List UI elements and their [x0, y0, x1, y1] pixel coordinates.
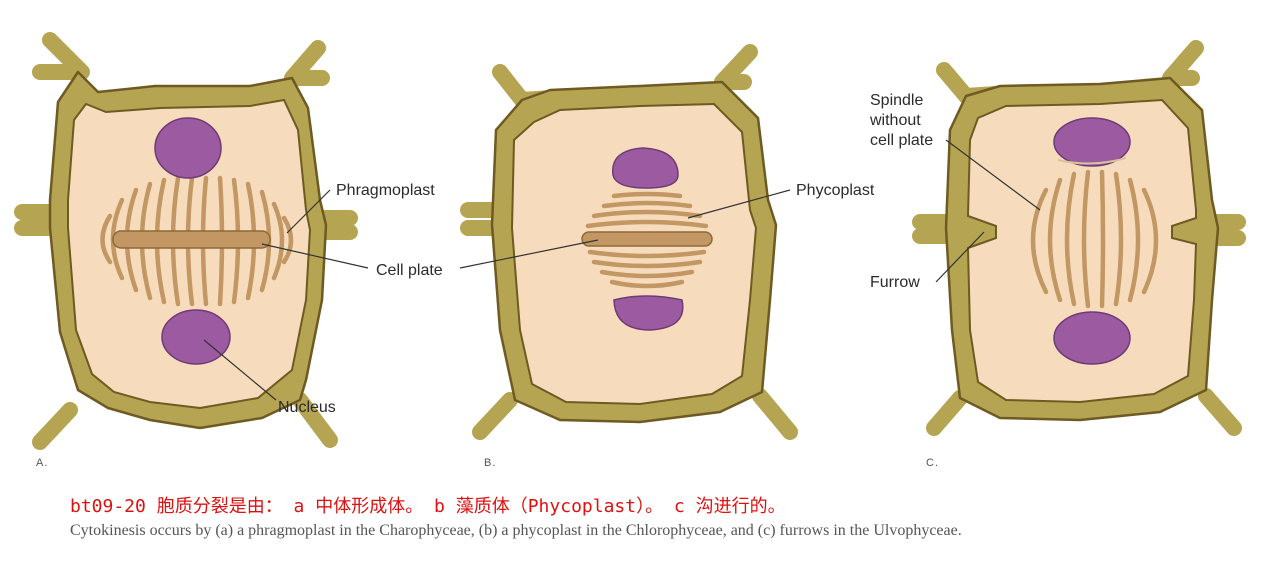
leader-phragmoplast: [286, 189, 331, 234]
cell-a-wall-junctions: [14, 32, 358, 450]
leader-cell-plate-a: [261, 243, 369, 269]
label-spindle-line2: without: [869, 112, 921, 129]
caption-english: Cytokinesis occurs by (a) a phragmoplast…: [70, 522, 962, 539]
cell-c-nucleus-top-rim: [1057, 157, 1127, 165]
label-spindle-line3: cell plate: [870, 132, 933, 149]
label-phragmoplast: Phragmoplast: [336, 182, 435, 199]
leader-spindle: [945, 139, 1041, 211]
cell-c-nucleus-bottom: [1053, 311, 1131, 365]
cell-c: C.: [912, 40, 1246, 469]
panel-letter-b: B.: [484, 457, 496, 469]
leader-nucleus: [203, 339, 277, 401]
spindle-fibers: [1030, 169, 1159, 309]
label-phycoplast: Phycoplast: [796, 182, 875, 199]
leader-furrow: [935, 231, 985, 283]
cell-a-cell-plate: [112, 230, 271, 249]
cell-b-nucleus-bottom: [613, 295, 684, 331]
cell-c-nucleus-top: [1053, 117, 1131, 167]
label-furrow: Furrow: [870, 274, 920, 291]
cell-b: B.: [460, 44, 798, 469]
caption-chinese: bt09-20 胞质分裂是由： a 中体形成体。 b 藻质体（Phycoplas…: [70, 496, 786, 517]
panel-letter-c: C.: [926, 457, 939, 469]
phycoplast-fibers: [585, 191, 709, 289]
panel-letter-a: A.: [36, 457, 48, 469]
leader-lines: [203, 139, 1041, 401]
cell-a-nucleus-top: [154, 117, 222, 179]
leader-cell-plate-b: [459, 239, 599, 269]
label-cell-plate: Cell plate: [376, 262, 443, 279]
cell-b-cell-plate: [581, 231, 713, 247]
cell-a: A.: [14, 32, 358, 469]
leader-phycoplast: [687, 189, 791, 219]
label-nucleus: Nucleus: [278, 399, 336, 416]
label-spindle-line1: Spindle: [870, 92, 923, 109]
cell-b-nucleus-top: [612, 147, 679, 189]
cell-a-nucleus-bottom: [161, 309, 231, 365]
